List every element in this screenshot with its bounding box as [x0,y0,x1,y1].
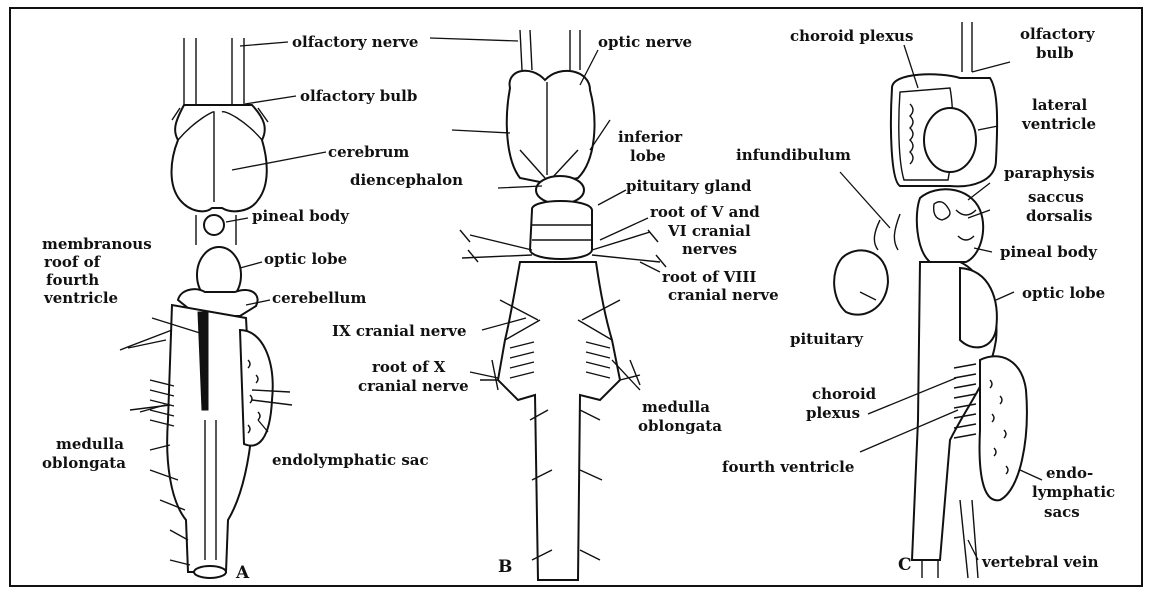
label-b-inferior-1: inferior [618,128,683,146]
label-a-optic-lobe: optic lobe [264,250,347,268]
label-b-root-viii-1: root of VIII [662,268,756,286]
label-c-vertebral-vein: vertebral vein [981,553,1099,571]
label-c-fourth-ventricle: fourth ventricle [722,458,854,476]
label-b-root-v-1: root of V and [650,203,760,221]
label-a-cerebellum: cerebellum [272,289,366,307]
label-a-endolymphatic-sac: endolymphatic sac [272,451,429,469]
label-c-choroid-2: plexus [806,404,860,422]
label-c-saccus-1: saccus [1028,188,1084,206]
label-b-inferior-2: lobe [630,147,666,165]
label-a-olfactory-bulb: olfactory bulb [300,87,417,105]
label-c-lateral-1: lateral [1032,96,1088,114]
panel-letter-c: C [898,555,912,575]
label-a-membranous-2: roof of [44,253,102,271]
label-a-medulla-2: oblongata [42,454,126,472]
label-a-pineal-body: pineal body [252,207,350,225]
label-b-pituitary-gland: pituitary gland [626,177,752,195]
label-c-paraphysis: paraphysis [1004,164,1095,182]
label-b-diencephalon: diencephalon [350,171,463,189]
label-c-optic-lobe: optic lobe [1022,284,1105,302]
label-c-choroid-plexus-top: choroid plexus [790,27,913,45]
label-b-root-x-1: root of X [372,358,446,376]
label-b-root-v-3: nerves [682,240,737,258]
panel-c-sagittal-brain [834,22,1027,578]
panel-a-dorsal-brain [120,38,292,578]
label-c-endo-1: endo- [1046,464,1093,482]
label-b-root-viii-2: cranial nerve [668,286,779,304]
label-c-endo-2: lymphatic [1032,483,1115,501]
panel-b-ventral-brain [460,30,666,580]
label-c-pineal-body: pineal body [1000,243,1098,261]
label-c-olfactory-1: olfactory [1020,25,1096,43]
label-b-root-x-2: cranial nerve [358,377,469,395]
panel-letter-a: A [235,563,250,583]
label-a-cerebrum: cerebrum [328,143,409,161]
label-c-lateral-2: ventricle [1021,115,1096,133]
label-a-medulla-1: medulla [56,435,124,453]
label-c-olfactory-2: bulb [1036,44,1074,62]
panel-letter-b: B [498,557,512,577]
label-a-olfactory-nerve: olfactory nerve [292,33,418,51]
label-a-membranous-1: membranous [42,235,152,253]
label-b-ix-nerve: IX cranial nerve [332,322,467,340]
label-c-choroid-1: choroid [812,385,877,403]
label-a-membranous-4: ventricle [43,289,118,307]
label-a-membranous-3: fourth [46,271,99,289]
label-c-endo-3: sacs [1044,503,1080,521]
label-b-optic-nerve: optic nerve [598,33,692,51]
label-c-infundibulum: infundibulum [736,146,851,164]
label-b-root-v-2: VI cranial [667,222,751,240]
label-b-medulla-1: medulla [642,398,710,416]
label-c-saccus-2: dorsalis [1026,207,1092,225]
label-b-medulla-2: oblongata [638,417,722,435]
label-c-pituitary: pituitary [790,330,864,348]
